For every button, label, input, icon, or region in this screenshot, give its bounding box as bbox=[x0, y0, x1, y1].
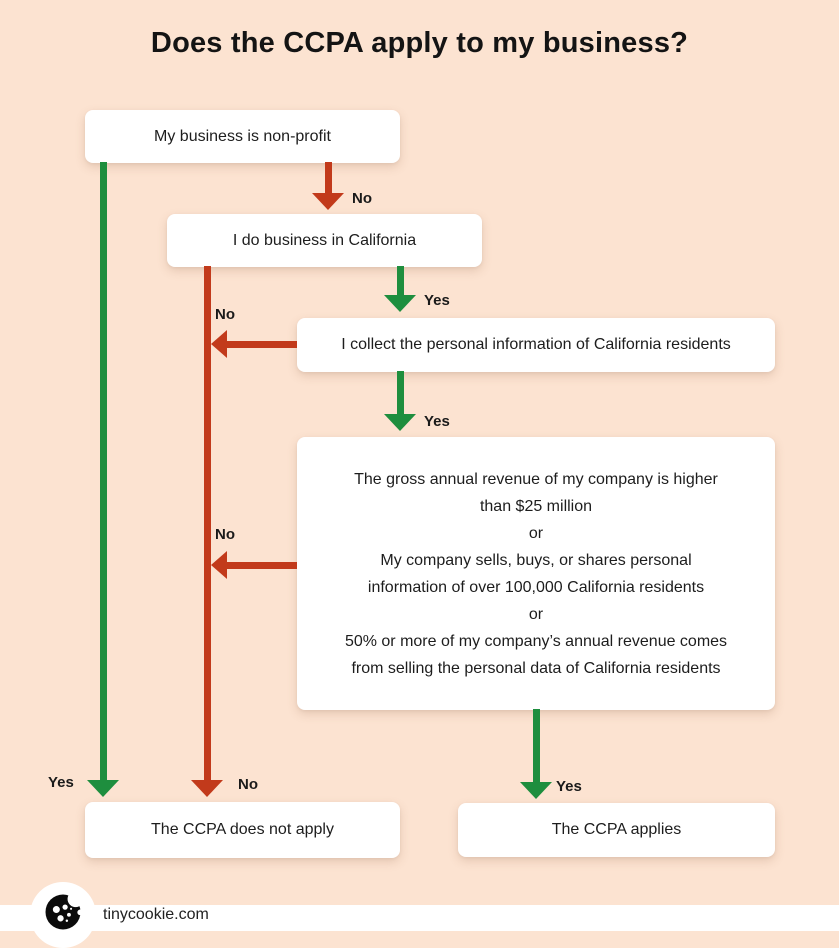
node-thresholds-line: from selling the personal data of Califo… bbox=[351, 659, 721, 677]
node-thresholds-line: My company sells, buys, or shares person… bbox=[380, 551, 692, 569]
arrow-nonprofit-no-head bbox=[312, 193, 344, 210]
arrow-california-yes-head bbox=[384, 295, 416, 312]
node-nonprofit: My business is non-profit bbox=[85, 110, 400, 163]
edge-label-collect-no: No bbox=[215, 306, 235, 323]
node-ccpa-not-apply: The CCPA does not apply bbox=[85, 802, 400, 858]
arrow-nonprofit-yes-stem bbox=[100, 162, 107, 781]
arrow-collect-no-head bbox=[211, 330, 227, 358]
node-ccpa-not-apply-label: The CCPA does not apply bbox=[151, 821, 334, 838]
arrow-nonprofit-yes-head bbox=[87, 780, 119, 797]
node-collect-label: I collect the personal information of Ca… bbox=[341, 336, 731, 353]
node-collect: I collect the personal information of Ca… bbox=[297, 318, 775, 372]
arrow-collect-yes-head bbox=[384, 414, 416, 431]
node-thresholds: The gross annual revenue of my company i… bbox=[297, 437, 775, 710]
arrow-thresholds-no-head bbox=[211, 551, 227, 579]
edge-label-thresholds-no: No bbox=[215, 526, 235, 543]
edge-label-california-no: No bbox=[238, 776, 258, 793]
arrow-california-no-head bbox=[191, 780, 223, 797]
arrow-thresholds-yes-head bbox=[520, 782, 552, 799]
node-nonprofit-label: My business is non-profit bbox=[154, 127, 331, 145]
node-thresholds-text: The gross annual revenue of my company i… bbox=[297, 466, 775, 682]
edge-label-california-yes: Yes bbox=[424, 292, 450, 309]
footer-strip bbox=[0, 905, 839, 931]
cookie-icon bbox=[45, 891, 84, 930]
page-title: Does the CCPA apply to my business? bbox=[150, 27, 689, 59]
arrow-thresholds-no-stem bbox=[226, 562, 297, 569]
arrow-collect-yes-stem bbox=[397, 371, 404, 415]
edge-label-thresholds-yes: Yes bbox=[556, 778, 582, 795]
node-ccpa-applies: The CCPA applies bbox=[458, 803, 775, 857]
edge-label-nonprofit-yes: Yes bbox=[48, 774, 74, 791]
node-thresholds-line: information of over 100,000 California r… bbox=[367, 578, 705, 596]
arrow-thresholds-yes-stem bbox=[533, 709, 540, 783]
node-california-label: I do business in California bbox=[232, 231, 417, 249]
node-california: I do business in California bbox=[167, 214, 482, 267]
logo-badge bbox=[30, 882, 96, 948]
arrow-nonprofit-no-stem bbox=[325, 162, 332, 194]
arrow-california-yes-stem bbox=[397, 266, 404, 296]
edge-label-collect-yes: Yes bbox=[424, 413, 450, 430]
node-thresholds-line: than $25 million bbox=[479, 497, 593, 515]
arrow-california-no-stem bbox=[204, 266, 211, 781]
arrow-collect-no-stem bbox=[226, 341, 297, 348]
edge-label-nonprofit-no: No bbox=[352, 190, 372, 207]
node-ccpa-applies-label: The CCPA applies bbox=[551, 821, 682, 838]
node-thresholds-line: or bbox=[528, 605, 544, 623]
footer-site-name: tinycookie.com bbox=[103, 906, 209, 923]
node-thresholds-line: 50% or more of my company’s annual reven… bbox=[344, 632, 728, 650]
node-thresholds-line: The gross annual revenue of my company i… bbox=[354, 470, 718, 488]
node-thresholds-line: or bbox=[528, 524, 544, 542]
